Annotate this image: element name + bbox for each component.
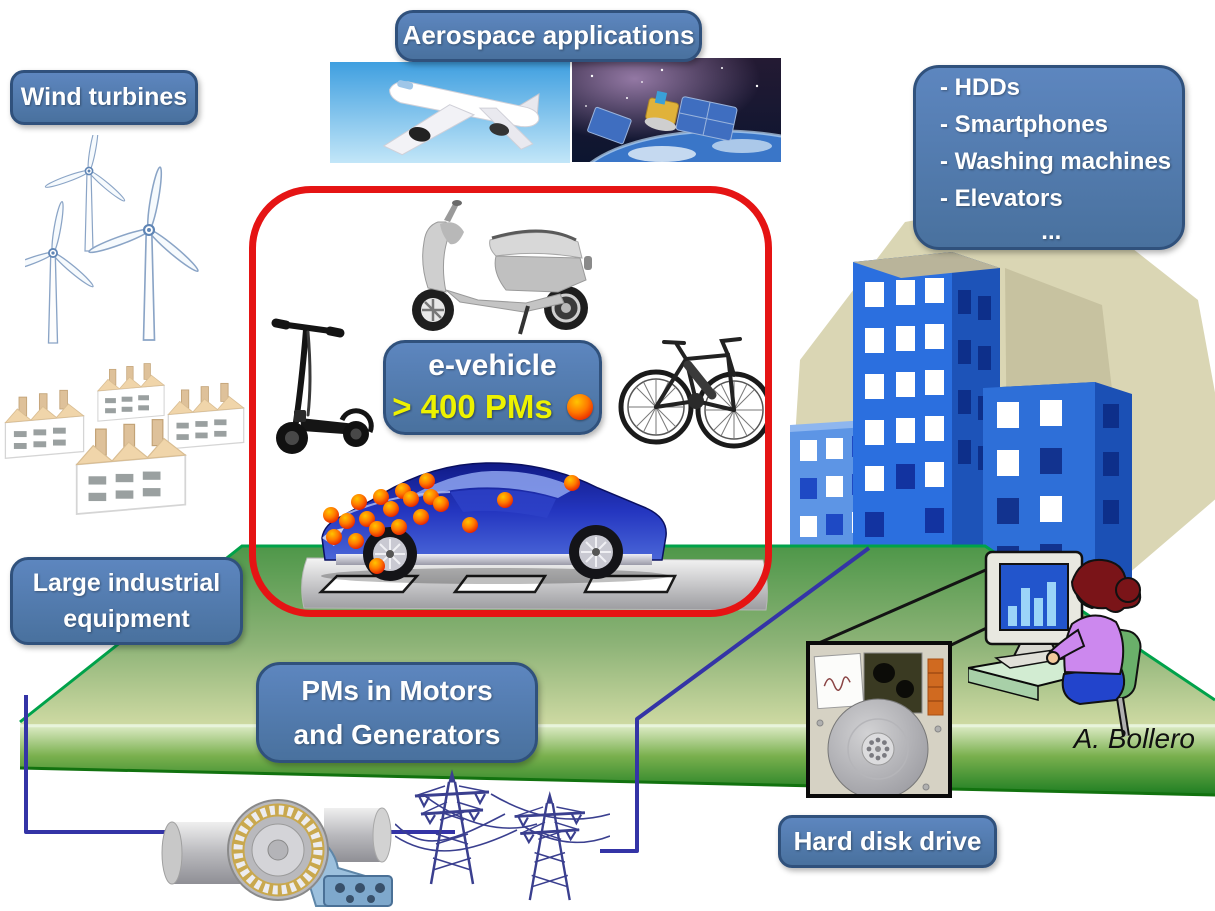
evehicle-label: e-vehicle > 400 PMs — [383, 340, 602, 435]
airplane-photo — [330, 62, 570, 163]
evehicle-pm-count: > 400 PMs — [392, 387, 553, 425]
satellite — [587, 90, 738, 145]
large-industrial-line2: equipment — [63, 605, 190, 633]
aerospace-label: Aerospace applications — [395, 10, 702, 62]
wind-turbines-label: Wind turbines — [10, 70, 198, 125]
airplane — [382, 80, 540, 156]
consumer-item-hdds: - HDDs — [940, 73, 1021, 101]
consumer-item-more: ... — [1041, 217, 1062, 245]
consumer-applications-box: - HDDs - Smartphones - Washing machines … — [913, 65, 1185, 250]
hard-disk-drive-label: Hard disk drive — [778, 815, 997, 868]
computer-monitor — [984, 550, 1084, 657]
wind-turbines-text: Wind turbines — [20, 83, 188, 112]
pm-dot-icon — [566, 393, 593, 420]
author-credit: A. Bollero — [1040, 723, 1195, 755]
electric-bike-photo — [618, 337, 770, 449]
aerospace-text: Aerospace applications — [402, 20, 695, 51]
large-industrial-line1: Large industrial — [32, 568, 221, 597]
pms-motors-line1: PMs in Motors — [301, 675, 493, 707]
screen-bar-chart — [1008, 582, 1056, 626]
satellite-photo — [572, 58, 781, 162]
power-transmission-towers-drawing — [395, 769, 610, 902]
pms-motors-generators-label: PMs in Motors and Generators — [256, 662, 538, 763]
large-industrial-label: Large industrial equipment — [10, 557, 243, 645]
kick-scooter-photo — [271, 318, 374, 454]
person-at-computer-clipart — [968, 550, 1142, 737]
consumer-item-smartphones: - Smartphones — [940, 110, 1109, 138]
permanent-magnet-dots — [323, 473, 580, 574]
consumer-item-elevators: - Elevators — [940, 184, 1063, 212]
electric-scooter-photo — [412, 200, 592, 335]
factories-drawing — [4, 363, 245, 515]
evehicle-title: e-vehicle — [428, 349, 557, 383]
evehicle-highlight-frame — [249, 186, 772, 617]
person — [1046, 558, 1142, 706]
industrial-motor-bearing-photo — [161, 799, 393, 907]
wind-turbines-drawing — [25, 135, 202, 344]
road-dashes — [317, 574, 678, 594]
pms-motors-line2: and Generators — [293, 718, 501, 750]
hard-disk-drive-text: Hard disk drive — [793, 825, 982, 856]
consumer-item-washing-machines: - Washing machines — [940, 147, 1172, 175]
author-name: A. Bollero — [1073, 723, 1195, 754]
transparent-ev-car-photo — [321, 462, 669, 584]
hard-disk-drive-photo — [806, 641, 952, 798]
